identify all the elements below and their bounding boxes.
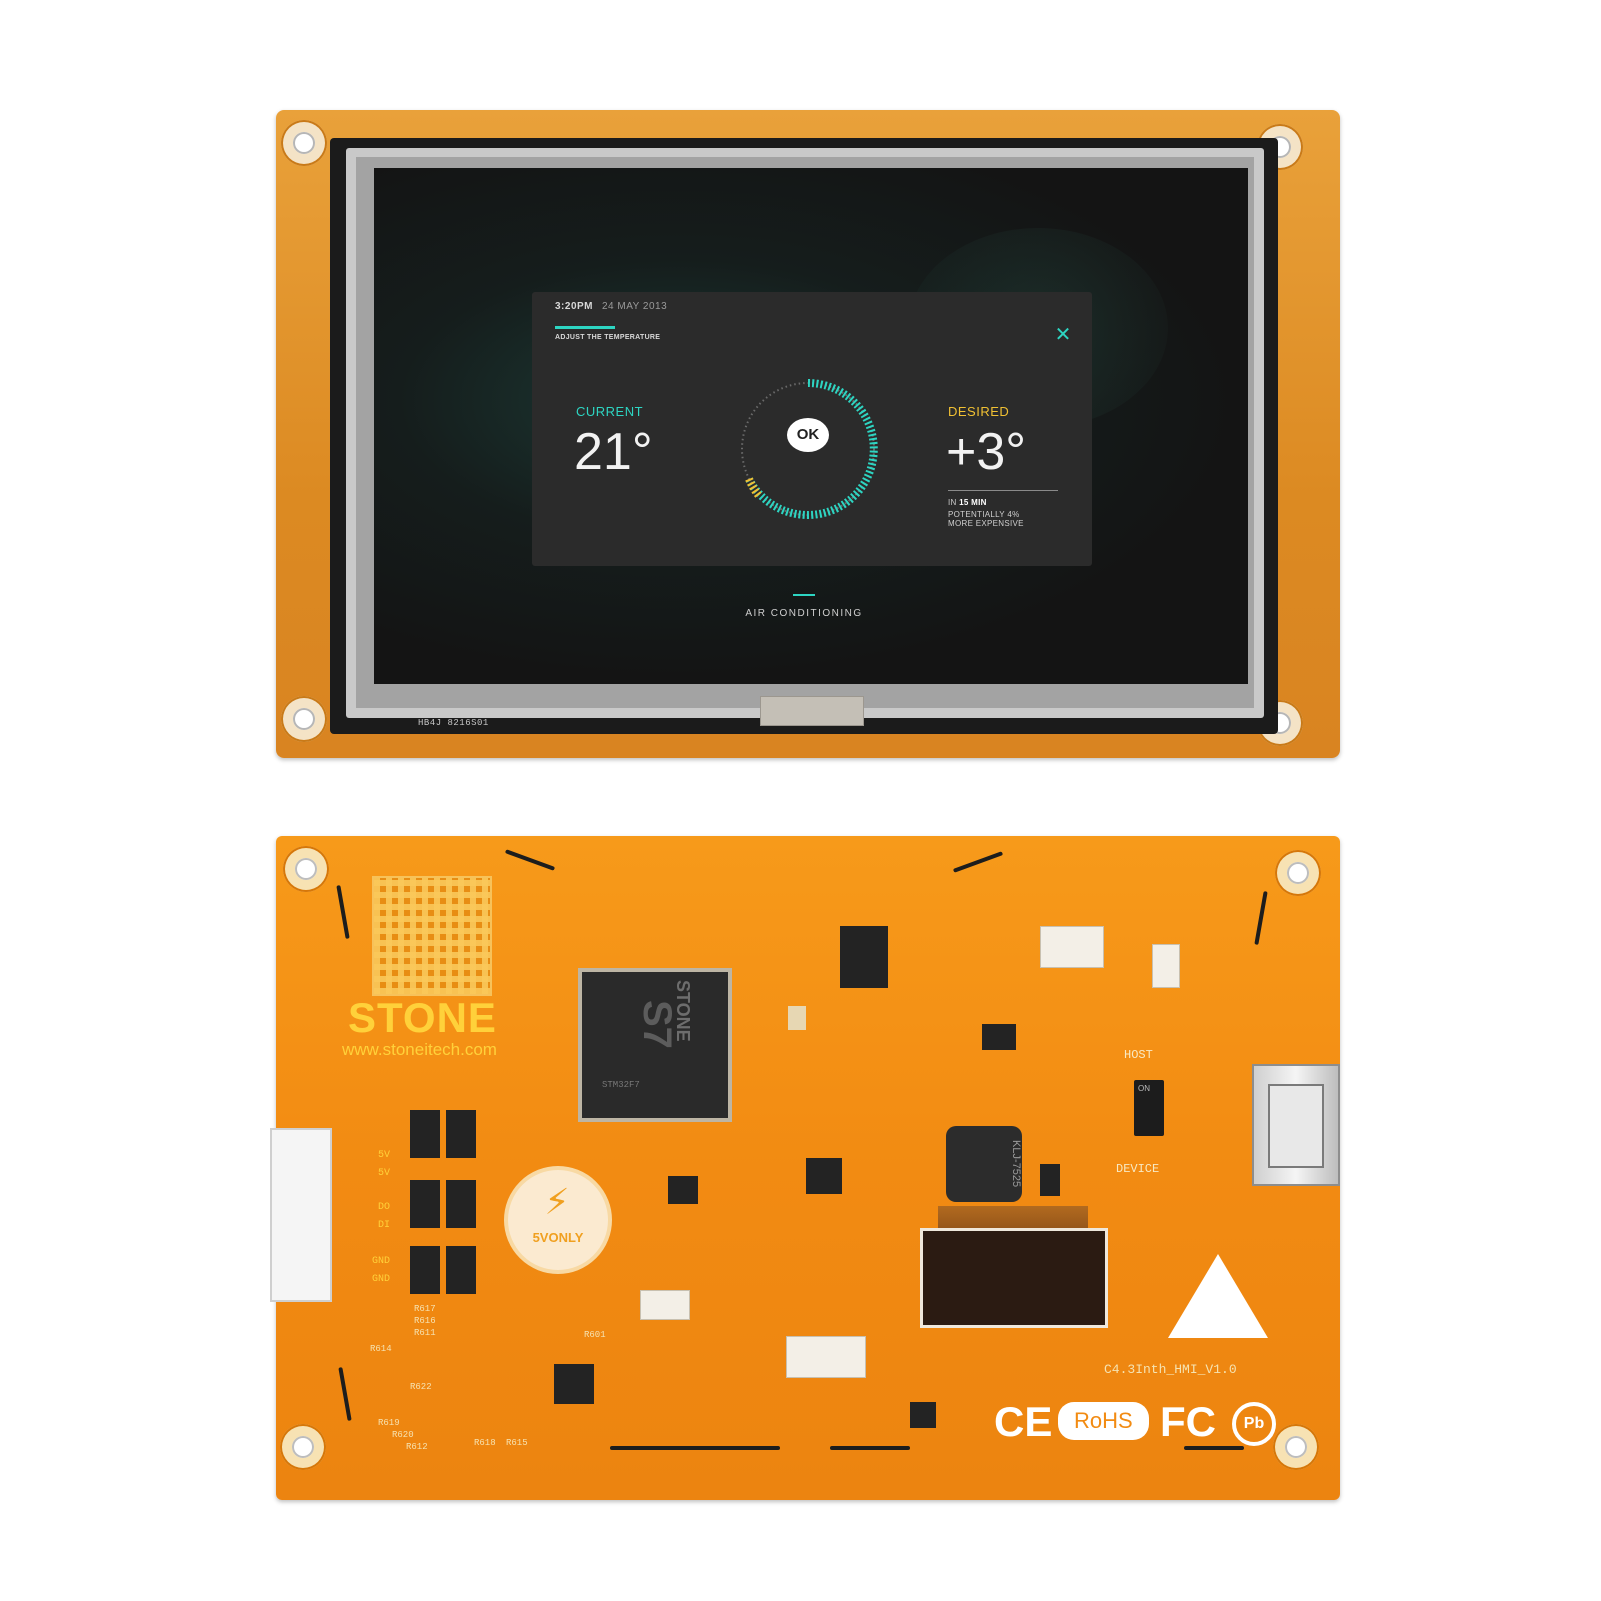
resistor-label: R617	[414, 1304, 436, 1314]
resistor-label: R601	[584, 1330, 606, 1340]
small-fpc-connector-2	[786, 1336, 866, 1378]
pin-label-gnd-1: GND	[372, 1256, 391, 1267]
touch-fpc-tab	[760, 696, 864, 726]
ic-qfn	[806, 1158, 842, 1194]
mount-hole-bottom-left	[281, 696, 327, 742]
resistor-label: R612	[406, 1442, 428, 1452]
mosfet-1	[410, 1110, 440, 1158]
touch-screen[interactable]: 3:20PM 24 MAY 2013 ADJUST THE TEMPERATUR…	[374, 168, 1248, 684]
resistor-label: R618	[474, 1438, 496, 1448]
switch-on-label: ON	[1138, 1084, 1150, 1093]
crystal	[788, 1006, 806, 1030]
rohs-mark: RoHS	[1058, 1402, 1149, 1440]
host-label: HOST	[1124, 1048, 1153, 1062]
panel-subtitle: ADJUST THE TEMPERATURE	[555, 334, 661, 341]
resistor-label: R616	[414, 1316, 436, 1326]
eta-prefix: IN	[948, 498, 957, 507]
resistor-label: R619	[378, 1418, 400, 1428]
eta-text: IN 15 MIN	[948, 498, 987, 507]
clock-time: 3:20PM	[555, 301, 594, 312]
mounting-clip	[830, 1446, 910, 1450]
pb-free-mark: Pb	[1232, 1402, 1276, 1446]
air-conditioning-label[interactable]: AIR CONDITIONING	[745, 608, 863, 619]
device-label: DEVICE	[1116, 1162, 1160, 1176]
desired-label: DESIRED	[948, 404, 1010, 419]
board-version-label: C4.3Inth_HMI_V1.0	[1104, 1362, 1237, 1377]
chip-serial: STM32F7	[602, 1080, 640, 1090]
5v-only-label: 5VONLY	[532, 1230, 584, 1245]
push-button[interactable]	[1152, 944, 1180, 988]
mosfet-2	[446, 1110, 476, 1158]
resistor-label: R620	[392, 1430, 414, 1440]
fcc-mark: FC	[1160, 1398, 1216, 1445]
mosfet-6	[446, 1246, 476, 1294]
current-temperature: 21°	[574, 423, 653, 481]
back-hole-top-right	[1275, 850, 1321, 896]
cost-note-line1: POTENTIALLY 4%	[948, 510, 1020, 519]
temperature-dial[interactable]	[735, 376, 881, 522]
mosfet-5	[410, 1246, 440, 1294]
ic-small-4	[910, 1402, 936, 1428]
transistor	[1040, 1164, 1060, 1196]
pin-label-do: DO	[378, 1202, 391, 1213]
ce-mark: CE	[994, 1398, 1053, 1445]
qr-code	[372, 876, 492, 996]
ic-small-2	[668, 1176, 698, 1204]
buzzer-label: KLJ-7525	[1010, 1140, 1022, 1188]
5v-only-badge: ⚡ 5VONLY	[504, 1166, 612, 1274]
mounting-clip	[610, 1446, 780, 1450]
usb-mode-switch[interactable]: ON	[1134, 1080, 1164, 1136]
lcd-fpc-connector	[920, 1228, 1108, 1328]
resistor-label: R622	[410, 1382, 432, 1392]
resistor-label: R611	[414, 1328, 436, 1338]
small-fpc-connector-1	[640, 1290, 690, 1320]
jst-connector	[1040, 926, 1104, 968]
buzzer: KLJ-7525	[946, 1126, 1022, 1202]
mosfet-4	[446, 1180, 476, 1228]
page-indicator	[793, 594, 815, 596]
desired-temperature: +3°	[946, 423, 1027, 481]
resistor-label: R614	[370, 1344, 392, 1354]
brand-logo-text: STONE	[348, 994, 497, 1041]
pin-label-di: DI	[378, 1220, 391, 1231]
temperature-panel: 3:20PM 24 MAY 2013 ADJUST THE TEMPERATUR…	[532, 292, 1092, 566]
lightning-icon: ⚡	[544, 1181, 570, 1222]
esd-warning-icon	[1168, 1254, 1268, 1338]
mosfet-3	[410, 1180, 440, 1228]
back-hole-bottom-right	[1273, 1424, 1319, 1470]
resistor-label: R615	[506, 1438, 528, 1448]
mounting-clip	[1184, 1446, 1244, 1450]
lcd-part-code: HB4J 8216S01	[418, 718, 489, 728]
pin-label-5v-1: 5V	[378, 1150, 391, 1161]
chip-brand: STONE	[673, 980, 693, 1042]
mount-hole-top-left	[281, 120, 327, 166]
eta-time: 15 MIN	[959, 498, 987, 507]
pin-label-gnd-2: GND	[372, 1274, 391, 1285]
desired-divider	[948, 490, 1058, 491]
mcu-chip	[578, 968, 732, 1122]
ok-button[interactable]: OK	[787, 418, 829, 452]
chip-model: S7	[635, 1000, 679, 1049]
back-hole-bottom-left	[280, 1424, 326, 1470]
uart-connector	[270, 1128, 332, 1302]
clock-date: 24 MAY 2013	[602, 301, 668, 312]
ic-small-1	[982, 1024, 1016, 1050]
title-accent-line	[555, 326, 615, 329]
current-label: CURRENT	[576, 404, 644, 419]
cost-note-line2: MORE EXPENSIVE	[948, 519, 1024, 528]
flash-chip	[840, 926, 888, 988]
usb-port[interactable]	[1252, 1064, 1340, 1186]
back-hole-top-left	[283, 846, 329, 892]
usb-port-opening	[1268, 1084, 1324, 1168]
pin-label-5v-2: 5V	[378, 1168, 391, 1179]
brand-url: www.stoneitech.com	[342, 1040, 497, 1059]
ic-small-3	[554, 1364, 594, 1404]
close-icon[interactable]: ✕	[1054, 324, 1072, 346]
